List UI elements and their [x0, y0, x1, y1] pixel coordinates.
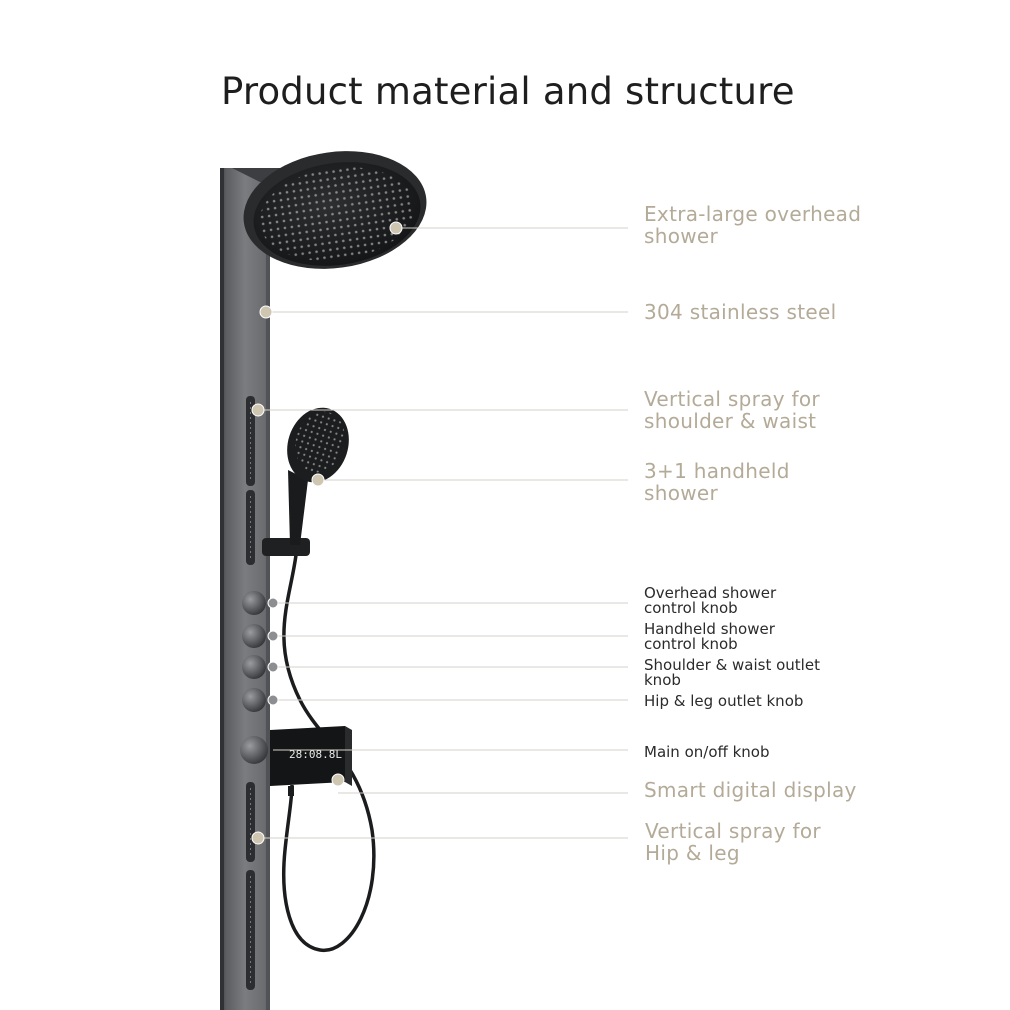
page-title: Product material and structure — [221, 70, 795, 113]
handheld-shower — [262, 407, 349, 556]
digital-display-unit: 28:08.8L — [270, 726, 352, 796]
callout-digital-display: Smart digital display — [644, 778, 857, 802]
callout-dots — [251, 221, 403, 845]
callout-hip-knob: Hip & leg outlet knob — [644, 692, 804, 710]
vertical-spray-strips-upper — [246, 396, 255, 565]
callout-main-knob: Main on/off knob — [644, 743, 770, 761]
display-reading: 28:08.8L — [289, 748, 342, 761]
leader-lines — [258, 227, 628, 839]
callout-stainless-steel: 304 stainless steel — [644, 300, 837, 324]
vertical-spray-strips-lower — [246, 782, 255, 990]
stainless-steel-panel — [220, 168, 270, 1010]
control-knobs — [240, 591, 268, 764]
overhead-shower-head — [243, 151, 427, 269]
